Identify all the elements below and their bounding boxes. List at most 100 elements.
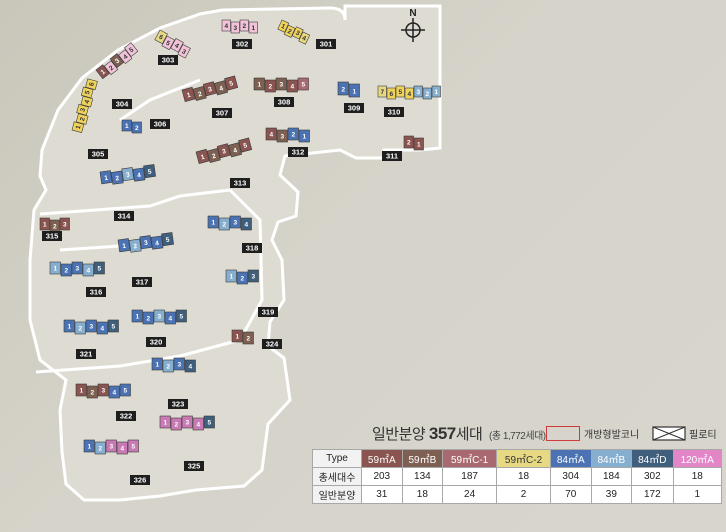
unit-block [377,85,387,98]
unit-block [275,77,287,91]
unit-number: 3 [208,86,214,94]
unit-number: 5 [207,420,211,427]
building-label-318: 318 [242,243,262,253]
unit-number: 4 [155,240,160,247]
label-tag [316,39,336,49]
unit-block [264,79,276,93]
building-number: 323 [172,400,185,409]
building-label-305: 305 [88,149,108,159]
unit-number: 1 [163,420,167,427]
unit-number: 4 [122,53,129,61]
unit-block [76,104,89,116]
unit-block [386,87,396,100]
building-label-307: 307 [212,108,232,118]
unit-number: 4 [84,99,92,105]
unit-number: 2 [222,222,226,229]
unit-number: 5 [111,324,115,331]
building-number: 325 [188,462,201,471]
unit-number: 1 [125,123,129,130]
building-number: 326 [134,476,147,485]
unit-number: 1 [104,175,109,182]
unit-block [80,95,94,108]
building-label-325: 325 [184,461,204,471]
unit-block [287,127,299,141]
total-cell: 184 [590,467,633,486]
building-number: 315 [46,232,59,241]
unit-block [253,77,265,91]
unit-block [131,121,142,134]
unit-number: 4 [86,268,90,275]
unit-number: 2 [291,132,295,139]
unit-number: 4 [196,422,200,429]
label-tag [114,211,134,221]
unit-number: 1 [257,82,261,89]
unit-number: 2 [166,364,170,371]
building-number: 310 [388,108,401,117]
unit-block [175,309,187,323]
unit-number: 5 [398,89,402,96]
unit-number: 2 [211,153,217,161]
summary-total-note: (총 1,772세대) [489,431,546,442]
building-label-308: 308 [274,97,294,107]
building-number: 309 [348,104,361,113]
unit-block [225,269,237,283]
type-cell: 59㎡C-2 [496,449,551,468]
summary-unit: 세대 [455,426,483,443]
unit-number: 1 [251,25,255,32]
unit-block [161,35,175,51]
building-number: 320 [150,338,163,347]
unit-number: 1 [186,92,192,100]
building-number: 301 [320,40,333,49]
legend-piloti-label: 필로티 [689,430,717,441]
unit-number: 5 [165,236,170,243]
unit-number: 4 [100,326,104,333]
building-label-309: 309 [344,103,364,113]
unit-number: 3 [222,148,228,156]
unit-block [127,439,139,453]
unit-block [154,29,168,45]
unit-number: 3 [114,57,121,65]
building-label-326: 326 [130,475,150,485]
unit-number: 3 [280,134,284,141]
unit-number: 1 [200,154,206,162]
unit-number: 2 [108,64,115,72]
unit-block [218,217,230,231]
unit-block [277,19,290,33]
unit-block [395,85,405,98]
label-tag [146,337,166,347]
building-number: 305 [92,150,105,159]
building-label-306: 306 [150,119,170,129]
unit-number: 1 [53,266,57,273]
unit-number: 2 [197,91,203,99]
unit-block [192,85,207,102]
unit-block [75,383,87,397]
building-number: 317 [136,278,149,287]
